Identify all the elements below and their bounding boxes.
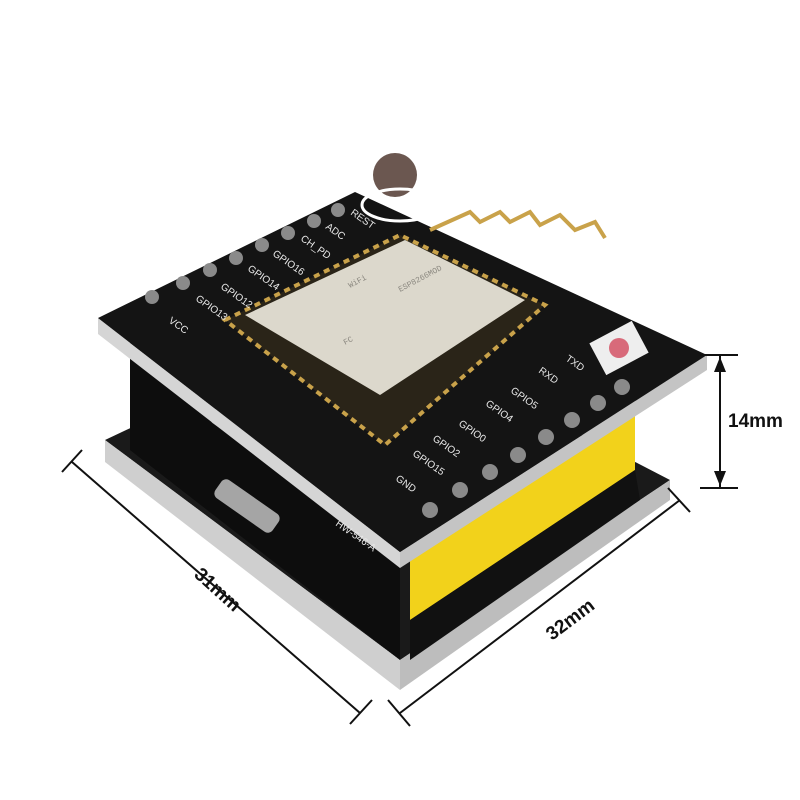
ldr-sensor — [373, 153, 417, 197]
dimension-width — [387, 487, 691, 727]
rgb-led-lens — [609, 338, 629, 358]
top-board-edge-right — [400, 355, 707, 568]
lower-board-edge-right — [400, 480, 670, 690]
black-header — [410, 470, 640, 660]
ldr-ring — [360, 187, 440, 223]
dimension-depth — [61, 449, 373, 725]
dimension-depth-label: 31mm — [190, 564, 245, 616]
usb-port-2 — [214, 479, 280, 533]
body-front — [130, 340, 400, 660]
dimension-width-label: 32mm — [542, 595, 599, 645]
dimension-height — [700, 354, 738, 489]
yellow-header — [410, 415, 635, 620]
lower-board-edge — [105, 440, 400, 690]
esp-module — [245, 240, 525, 395]
fcc-logo: FC — [342, 335, 355, 348]
back-header-pins — [145, 203, 345, 304]
dimension-height-label: 14mm — [728, 411, 783, 432]
pcb-antenna — [429, 209, 607, 240]
front-header-pins — [422, 379, 630, 518]
top-board-edge — [98, 318, 400, 568]
